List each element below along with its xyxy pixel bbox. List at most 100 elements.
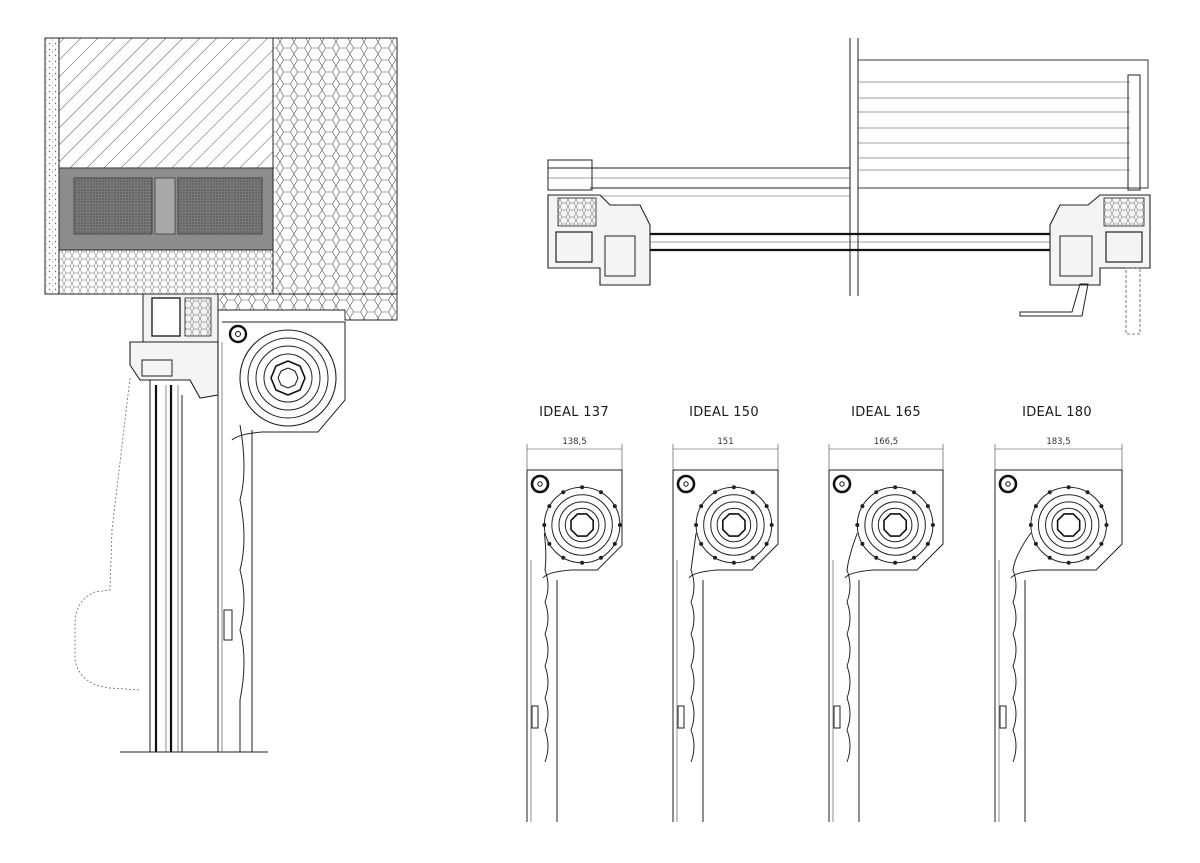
shutter-box-outline: [829, 469, 944, 579]
slat-joint: [925, 504, 930, 509]
honeycomb-insulation: [272, 37, 398, 295]
width-dimension-label: 183,5: [1046, 437, 1070, 447]
slat-joint: [612, 504, 617, 509]
slat-joint: [1099, 541, 1104, 546]
octagonal-axle: [1056, 513, 1081, 537]
plaster-strip: [44, 37, 60, 295]
slat-joint: [930, 523, 935, 527]
shutter-curtain: [543, 532, 549, 763]
sash-profile: [129, 341, 219, 399]
shutter-box-large: [222, 321, 346, 441]
left-guide-box: [547, 159, 593, 191]
shutter-curtain: [846, 532, 858, 763]
bearing-center: [1005, 481, 1011, 487]
slat-joint: [694, 523, 699, 527]
variant-title: IDEAL 137: [539, 405, 609, 420]
axle-bearing-icon: [530, 474, 550, 494]
roll-ring: [558, 501, 606, 549]
bearing-center: [683, 481, 689, 487]
axle-bearing-large: [228, 324, 248, 344]
slat-joint: [561, 490, 566, 495]
left-sash-chamber: [604, 235, 636, 277]
roll-ring: [564, 507, 600, 543]
slat-joint: [860, 541, 865, 546]
roll-ring: [856, 486, 934, 564]
slat-joint: [561, 555, 566, 560]
crank-rod: [1125, 267, 1141, 335]
shutter-curtain: [690, 532, 697, 763]
left-jamb-chamber: [555, 231, 593, 263]
axle-bearing-icon: [998, 474, 1018, 494]
slat-joint: [893, 485, 898, 490]
end-cap: [1127, 74, 1141, 191]
slat-joint: [1085, 555, 1090, 560]
right-sash-chamber: [1059, 235, 1093, 277]
slat-lock-large: [223, 609, 233, 641]
slat-joint: [912, 490, 917, 495]
shutter-curtain-large: [239, 424, 245, 752]
roll-ring: [871, 501, 919, 549]
slat-joint: [699, 504, 704, 509]
slat-joint: [1047, 555, 1052, 560]
slat-joint: [1028, 523, 1033, 527]
slat-joint: [912, 555, 917, 560]
slat-joint: [547, 541, 552, 546]
roll-ring: [543, 486, 621, 564]
slat-joint: [713, 555, 717, 560]
slat-lock: [999, 705, 1007, 729]
shutter-box-outline: [527, 469, 623, 579]
shutter-roll-large: [239, 329, 337, 427]
slat-joint: [612, 541, 617, 546]
lower-band: [58, 249, 274, 295]
slat-joint: [547, 504, 552, 509]
roll-ring: [695, 486, 773, 564]
roll-ring: [716, 507, 752, 543]
slat-joint: [1047, 490, 1052, 495]
sash-handle-outline: [74, 377, 141, 691]
roll-ring: [1051, 507, 1086, 543]
slat-joint: [769, 523, 774, 527]
roll-ring: [877, 507, 913, 543]
right-jamb-chamber: [1105, 231, 1143, 263]
roll-ring: [551, 494, 613, 556]
slat-joint: [750, 490, 755, 495]
slat-lock: [833, 705, 841, 729]
slat-joint: [764, 504, 769, 509]
octagonal-axle: [883, 513, 908, 537]
slat-joint: [1085, 490, 1090, 495]
slat-stack: [857, 59, 1149, 189]
variant-title: IDEAL 150: [689, 405, 759, 420]
left-jamb-insulation: [557, 197, 597, 227]
roll-ring: [710, 501, 758, 549]
slat-joint: [699, 541, 704, 546]
slat-joint: [580, 485, 585, 490]
slat-joint: [1104, 523, 1109, 527]
variant-title: IDEAL 165: [851, 405, 921, 420]
slat-joint: [764, 541, 769, 546]
slat-joint: [731, 485, 736, 490]
slat-joint: [855, 523, 860, 527]
horizontal-section-drawing: [547, 38, 1151, 335]
axle-bearing-icon: [832, 474, 852, 494]
vertical-section-drawing: [44, 37, 398, 753]
shutter-box-outline: [673, 469, 779, 579]
sash-chamber: [141, 359, 173, 377]
frame-chamber: [151, 297, 181, 337]
slat-joint: [542, 523, 547, 527]
bearing-center: [537, 481, 543, 487]
width-dimension-label: 166,5: [874, 437, 898, 447]
slat-joint: [874, 555, 879, 560]
shutter-curtain: [1012, 532, 1032, 763]
right-jamb-insulation: [1103, 197, 1145, 227]
slat-joint: [713, 490, 717, 495]
slat-joint: [1099, 504, 1104, 509]
slat-joint: [893, 560, 898, 565]
roll-ring: [1045, 501, 1093, 549]
concrete-beam-hatch: [58, 37, 274, 169]
slat-joint: [599, 555, 603, 560]
